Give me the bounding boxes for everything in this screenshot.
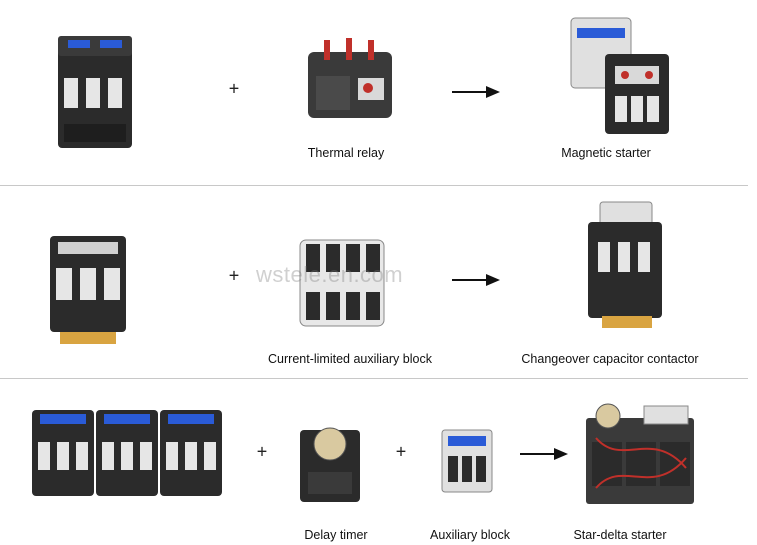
contactor-image bbox=[160, 410, 222, 496]
magnetic-starter-caption: Magnetic starter bbox=[561, 146, 651, 160]
magnetic-starter-image bbox=[570, 17, 669, 134]
star-delta-starter-image bbox=[586, 403, 694, 504]
right-arrow-icon bbox=[452, 86, 500, 98]
contactor-image bbox=[32, 410, 94, 496]
thermal-relay-caption: Thermal relay bbox=[307, 146, 385, 160]
changeover-capacitor-contactor-caption: Changeover capacitor contactor bbox=[521, 352, 699, 366]
contactor-image bbox=[50, 236, 126, 344]
capacitor-contactor-image bbox=[588, 201, 662, 328]
watermark: wstele.en.com bbox=[256, 262, 404, 287]
plus-sign: + bbox=[395, 441, 407, 462]
current-limited-auxiliary-block-caption: Current-limited auxiliary block bbox=[268, 352, 432, 366]
plus-sign: + bbox=[228, 78, 240, 99]
auxiliary-block-caption: Auxiliary block bbox=[430, 528, 510, 542]
star-delta-starter-caption: Star-delta starter bbox=[573, 528, 667, 542]
auxiliary-block-image bbox=[299, 239, 385, 327]
row-divider bbox=[0, 378, 748, 379]
auxiliary-block-image bbox=[441, 429, 493, 493]
thermal-relay-image bbox=[308, 38, 392, 118]
delay-timer-caption: Delay timer bbox=[304, 528, 368, 542]
contactor-image bbox=[96, 410, 158, 496]
plus-sign: + bbox=[228, 265, 240, 286]
right-arrow-icon bbox=[452, 274, 500, 286]
row-divider bbox=[0, 185, 748, 186]
right-arrow-icon bbox=[520, 448, 568, 460]
plus-sign: + bbox=[256, 441, 268, 462]
contactor-image bbox=[58, 36, 132, 148]
delay-timer-image bbox=[300, 427, 360, 502]
